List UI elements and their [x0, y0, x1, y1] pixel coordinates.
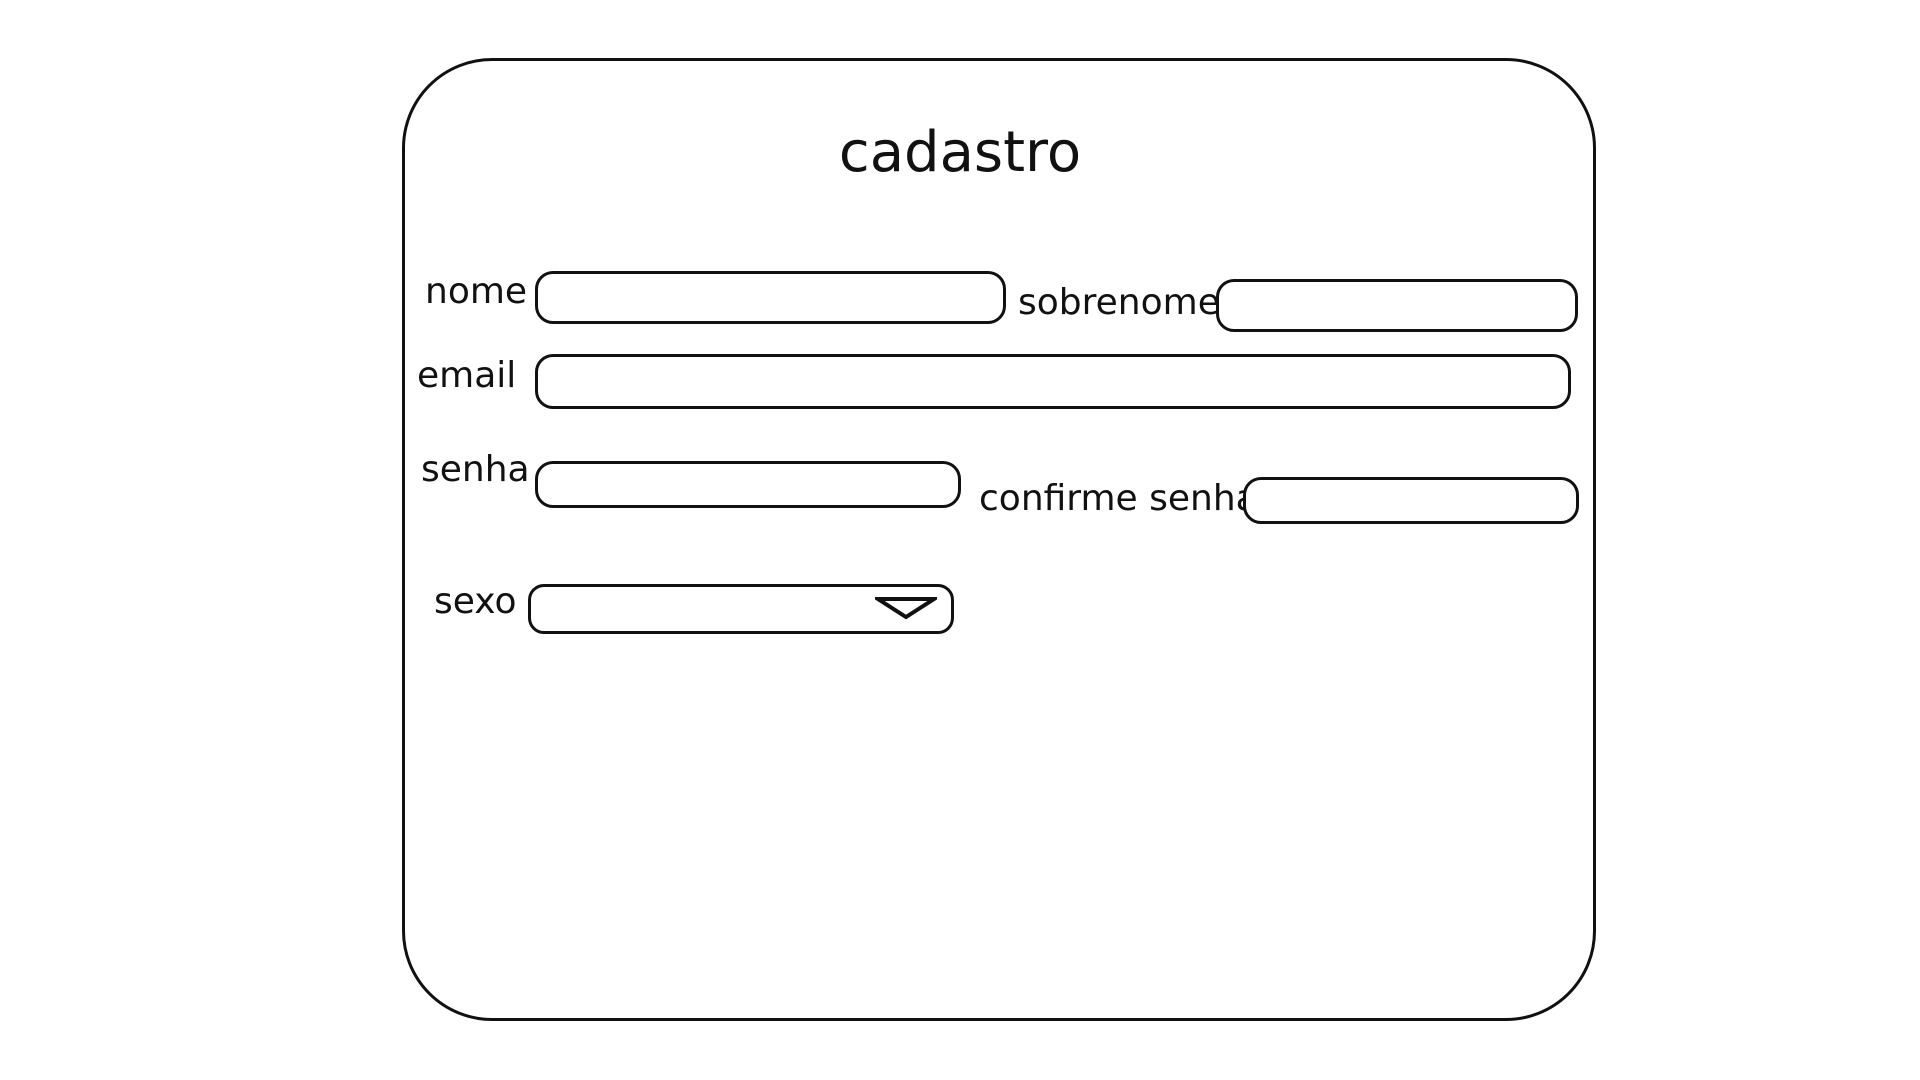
senha-input[interactable] — [535, 461, 961, 508]
form-title: cadastro — [838, 120, 1082, 185]
registration-card — [402, 58, 1596, 1021]
confirme-senha-label: confirme senha — [979, 478, 1258, 519]
nome-input[interactable] — [535, 271, 1006, 324]
email-input[interactable] — [535, 354, 1571, 409]
confirme-senha-input[interactable] — [1243, 477, 1579, 524]
chevron-down-icon[interactable] — [875, 595, 937, 621]
sexo-select[interactable] — [528, 584, 954, 634]
nome-label: nome — [425, 271, 528, 312]
sobrenome-label: sobrenome — [1018, 282, 1220, 323]
sobrenome-input[interactable] — [1216, 279, 1578, 332]
senha-label: senha — [421, 449, 530, 490]
email-label: email — [417, 355, 517, 396]
sexo-label: sexo — [434, 581, 517, 622]
